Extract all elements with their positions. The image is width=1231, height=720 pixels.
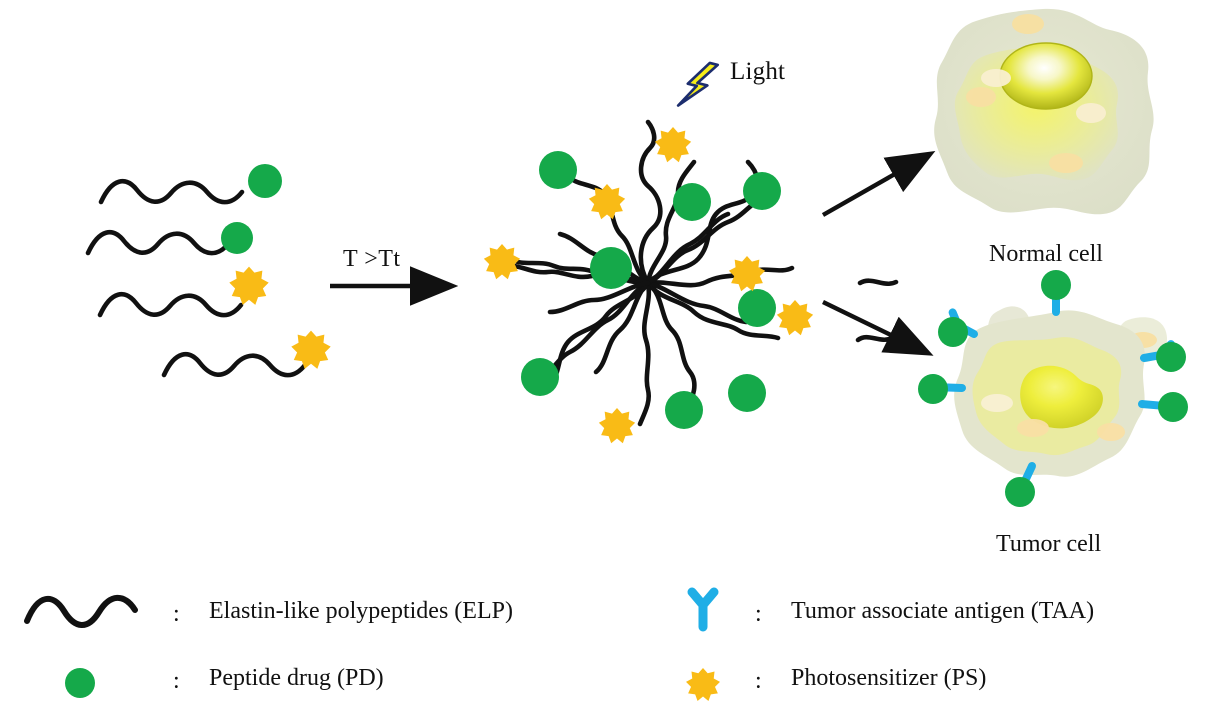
peptide-drug-sphere <box>918 374 948 404</box>
elp-chain <box>161 352 308 378</box>
branch-arrow-tumor-cell <box>822 300 934 356</box>
transition-label: T >Tt <box>343 246 401 272</box>
branch-arrow-normal-cell <box>821 150 936 217</box>
elp-chain <box>85 230 232 256</box>
tumor-cell-nucleus <box>1020 365 1103 429</box>
legend-icon-green-circle <box>65 668 95 698</box>
legend-icon-yellow-star <box>686 668 720 702</box>
legend-label-elp: Elastin-like polypeptides (ELP) <box>209 598 513 624</box>
peptide-drug-sphere <box>590 247 632 289</box>
cell-nucleus <box>999 42 1093 110</box>
photosensitizer-star <box>654 127 692 163</box>
peptide-drug-sphere <box>1005 477 1035 507</box>
photosensitizer-star <box>598 408 636 444</box>
tumor-cell-label: Tumor cell <box>996 531 1102 557</box>
peptide-drug-sphere <box>221 222 253 254</box>
normal-cell-graphic <box>934 8 1154 215</box>
legend-icon-wave <box>24 594 138 628</box>
dispersed-elp-group <box>85 179 308 378</box>
peptide-drug-sphere <box>539 151 577 189</box>
legend-colon-taa: : <box>755 601 762 627</box>
light-label: Light <box>730 58 786 85</box>
photosensitizer-star <box>229 266 269 305</box>
peptide-drug-sphere <box>1041 270 1071 300</box>
dispersed-elp-tips <box>221 164 331 369</box>
peptide-drug-sphere <box>738 289 776 327</box>
elp-chain <box>98 179 245 205</box>
aggregate-photosensitizers <box>483 127 814 444</box>
normal-cell-label: Normal cell <box>989 241 1103 267</box>
legend-colon-elp: : <box>173 601 180 627</box>
peptide-drug-sphere <box>728 374 766 412</box>
peptide-drug-sphere <box>743 172 781 210</box>
peptide-drug-sphere <box>938 317 968 347</box>
lightning-bolt-icon <box>676 61 720 107</box>
photosensitizer-star <box>728 256 766 292</box>
photosensitizer-star <box>483 244 521 280</box>
photosensitizer-star <box>776 300 814 336</box>
aggregate-peptide-drugs <box>521 151 781 429</box>
legend-label-taa: Tumor associate antigen (TAA) <box>791 598 1095 624</box>
photosensitizer-star <box>588 184 626 220</box>
legend-icon-y-antigen <box>687 587 719 632</box>
legend-colon-peptide-drug: : <box>173 668 180 694</box>
tumor-cell-vesicles <box>981 394 1125 441</box>
peptide-drug-sphere <box>1158 392 1188 422</box>
peptide-drug-sphere <box>1156 342 1186 372</box>
peptide-drug-sphere <box>665 391 703 429</box>
legend-label-photosensitizer: Photosensitizer (PS) <box>791 665 987 691</box>
photosensitizer-star <box>291 330 331 369</box>
elp-chain <box>97 292 244 318</box>
peptide-drug-sphere <box>521 358 559 396</box>
peptide-drug-sphere <box>248 164 282 198</box>
tumor-cell-graphic <box>918 270 1188 507</box>
cell-vesicles <box>966 14 1106 173</box>
peptide-drug-sphere <box>673 183 711 221</box>
legend-colon-photosensitizer: : <box>755 668 762 694</box>
legend-label-peptide-drug: Peptide drug (PD) <box>209 665 384 691</box>
bound-peptide-drugs <box>918 270 1188 507</box>
